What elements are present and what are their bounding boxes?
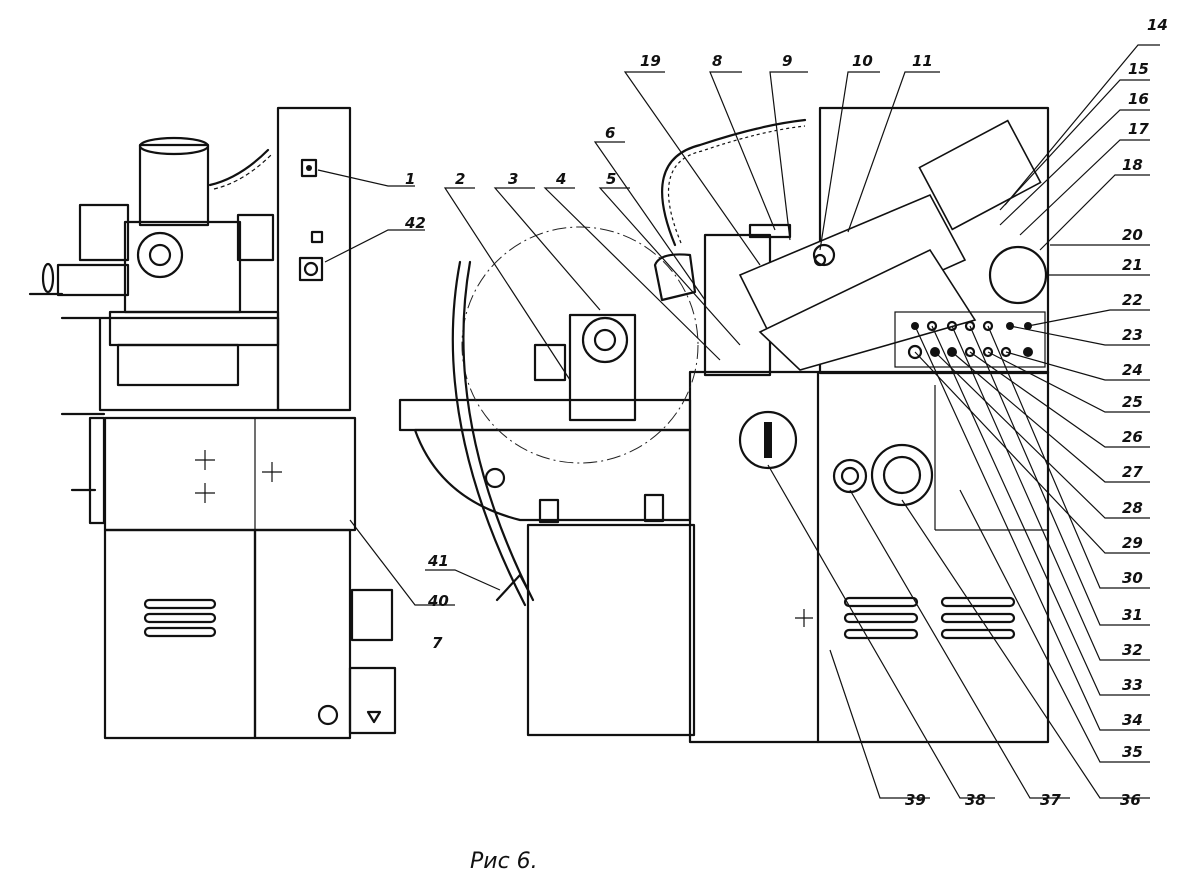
callout-32: 32: [1122, 641, 1143, 659]
front-handwheel-38: [738, 410, 798, 470]
front-handwheel-36: [870, 443, 934, 507]
front-table: [398, 398, 692, 432]
callout-14: 14: [1147, 16, 1168, 34]
callout-10: 10: [852, 52, 873, 70]
callout-21: 21: [1122, 256, 1143, 274]
callout-11: 11: [912, 52, 933, 70]
front-base-left: [526, 523, 696, 737]
callout-38: 38: [965, 791, 986, 809]
callout-8: 8: [712, 52, 722, 70]
callout-41: 41: [427, 552, 449, 570]
callout-34: 34: [1122, 711, 1143, 729]
callout-9: 9: [782, 52, 792, 70]
side-spindle-circle: [136, 231, 184, 279]
front-motor: [918, 119, 1042, 231]
callout-36: 36: [1120, 791, 1141, 809]
side-vent-slots: [143, 598, 217, 638]
callout-6: 6: [605, 124, 615, 142]
front-lever-41: [495, 573, 530, 602]
callout-39: 39: [905, 791, 926, 809]
side-control-1: [300, 158, 318, 178]
callout-16: 16: [1128, 90, 1149, 108]
side-handwheel: [41, 262, 55, 294]
front-workhead: [568, 313, 637, 422]
callout-24: 24: [1122, 361, 1143, 379]
side-control-42: [298, 256, 324, 282]
side-upper-cabinet: [103, 416, 357, 532]
figure-caption: Рис 6.: [470, 849, 538, 874]
side-pump: [350, 588, 394, 642]
callout-42: 42: [404, 214, 426, 232]
callout-3: 3: [508, 170, 518, 188]
callout-22: 22: [1122, 291, 1143, 309]
callout-26: 26: [1122, 428, 1143, 446]
callout-33: 33: [1122, 676, 1143, 694]
callout-29: 29: [1122, 534, 1143, 552]
callout-labels: 1 2 3 4 5 6 7 8 9 10 11 14 15 16 17 18 1…: [404, 16, 1168, 809]
front-wheel-head: [738, 193, 967, 347]
front-vent-slots: [843, 596, 1016, 640]
front-pulley-21: [988, 245, 1048, 305]
callout-25: 25: [1122, 393, 1143, 411]
callout-28: 28: [1122, 499, 1143, 517]
front-dial-37: [832, 458, 868, 494]
callout-35: 35: [1122, 743, 1143, 761]
callout-1: 1: [405, 170, 415, 188]
callout-15: 15: [1128, 60, 1149, 78]
side-table-saddle: [60, 316, 280, 412]
front-coolant-hose: [451, 260, 527, 607]
front-lamp-arm: [661, 118, 807, 247]
side-base-cabinet: [103, 528, 257, 740]
side-wheel-head: [123, 220, 242, 314]
callout-20: 20: [1122, 226, 1143, 244]
callout-19: 19: [640, 52, 661, 70]
side-feed-box: [78, 203, 130, 262]
callout-37: 37: [1040, 791, 1061, 809]
side-view: [28, 106, 397, 740]
side-table-slot: [116, 343, 240, 387]
side-motor: [138, 143, 210, 227]
callout-5: 5: [606, 170, 616, 188]
callout-2: 2: [455, 170, 465, 188]
callout-30: 30: [1122, 569, 1143, 587]
front-view: [398, 106, 1050, 744]
callout-7: 7: [432, 634, 443, 652]
callout-4: 4: [555, 170, 566, 188]
callout-27: 27: [1122, 463, 1143, 481]
callout-31: 31: [1122, 606, 1143, 624]
side-column: [276, 106, 352, 412]
leader-lines: [317, 44, 1160, 799]
callout-17: 17: [1128, 120, 1149, 138]
callout-18: 18: [1122, 156, 1143, 174]
callout-23: 23: [1122, 326, 1143, 344]
callout-40: 40: [427, 592, 449, 610]
side-base-right: [253, 528, 352, 740]
front-wheel-outline: [461, 226, 699, 464]
